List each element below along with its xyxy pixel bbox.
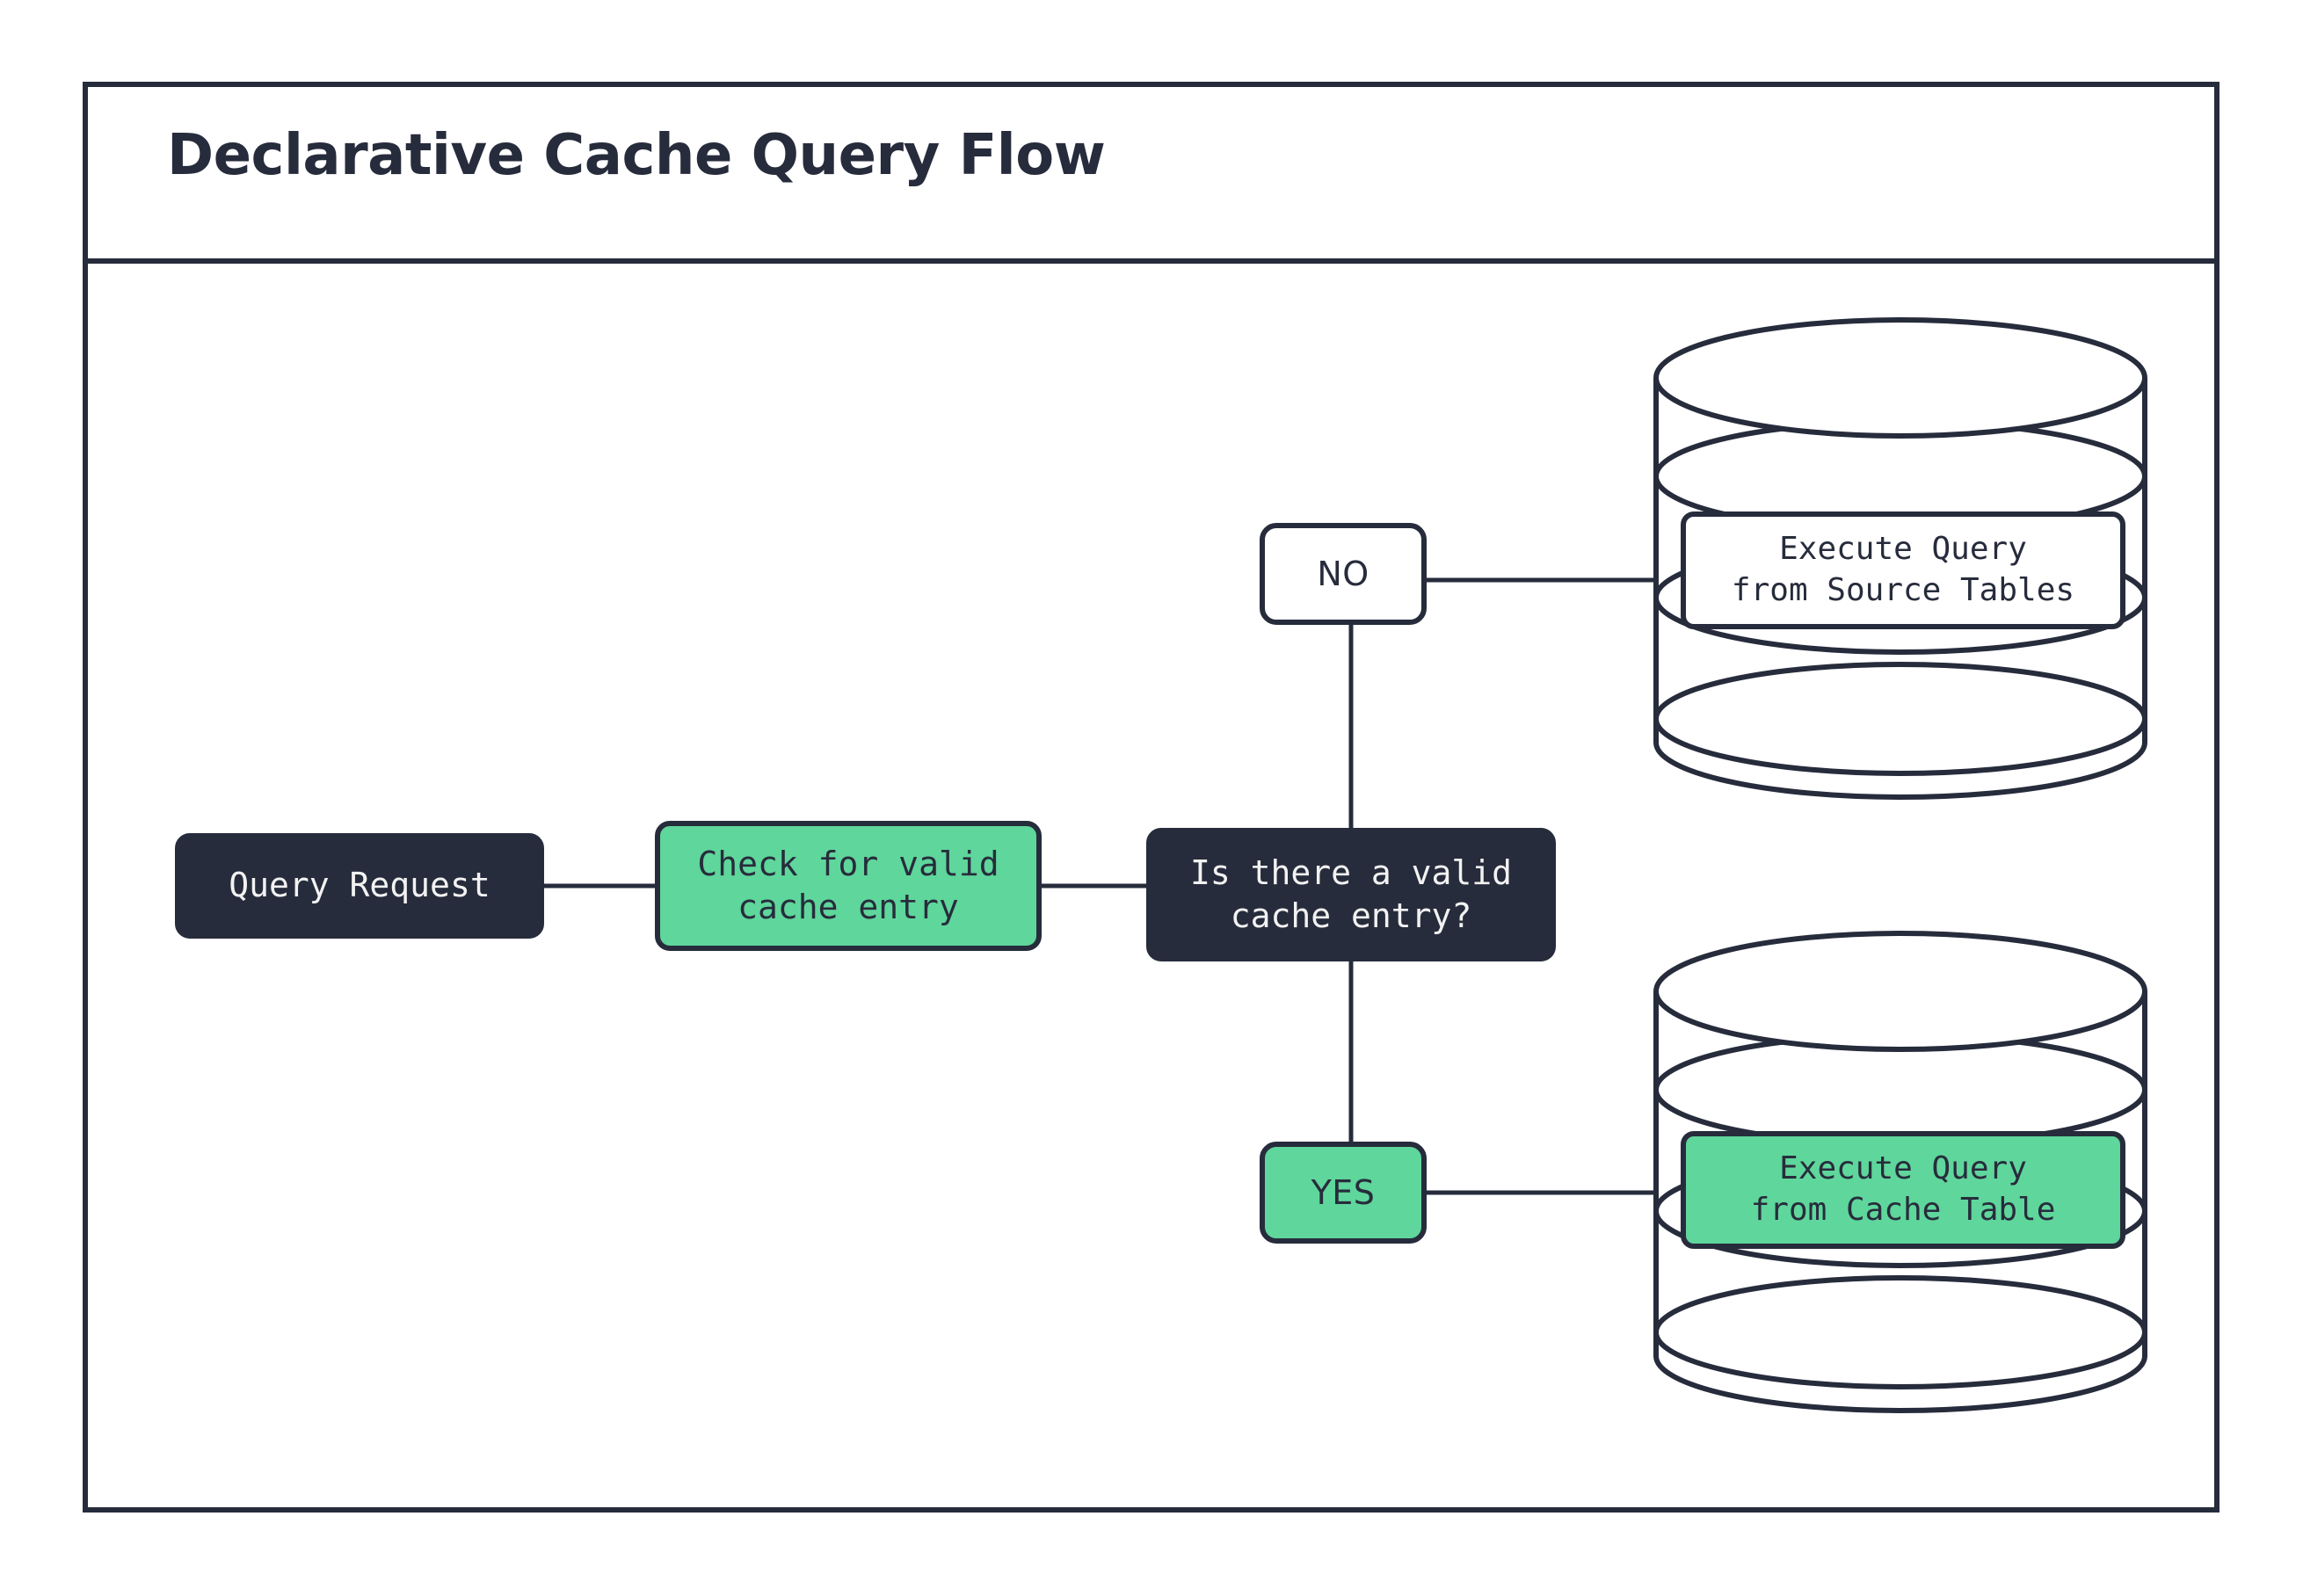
branch-label-no-box[interactable]: [1260, 523, 1427, 625]
node-query-request-box[interactable]: [175, 833, 544, 939]
node-cache-table-box[interactable]: [1681, 1131, 2125, 1249]
node-source-tables-box[interactable]: [1681, 511, 2125, 629]
node-decision-box[interactable]: [1146, 828, 1556, 961]
page-title: Declarative Cache Query Flow: [167, 123, 1106, 188]
branch-label-yes-box[interactable]: [1260, 1142, 1427, 1244]
node-check-cache-box[interactable]: [655, 821, 1042, 951]
